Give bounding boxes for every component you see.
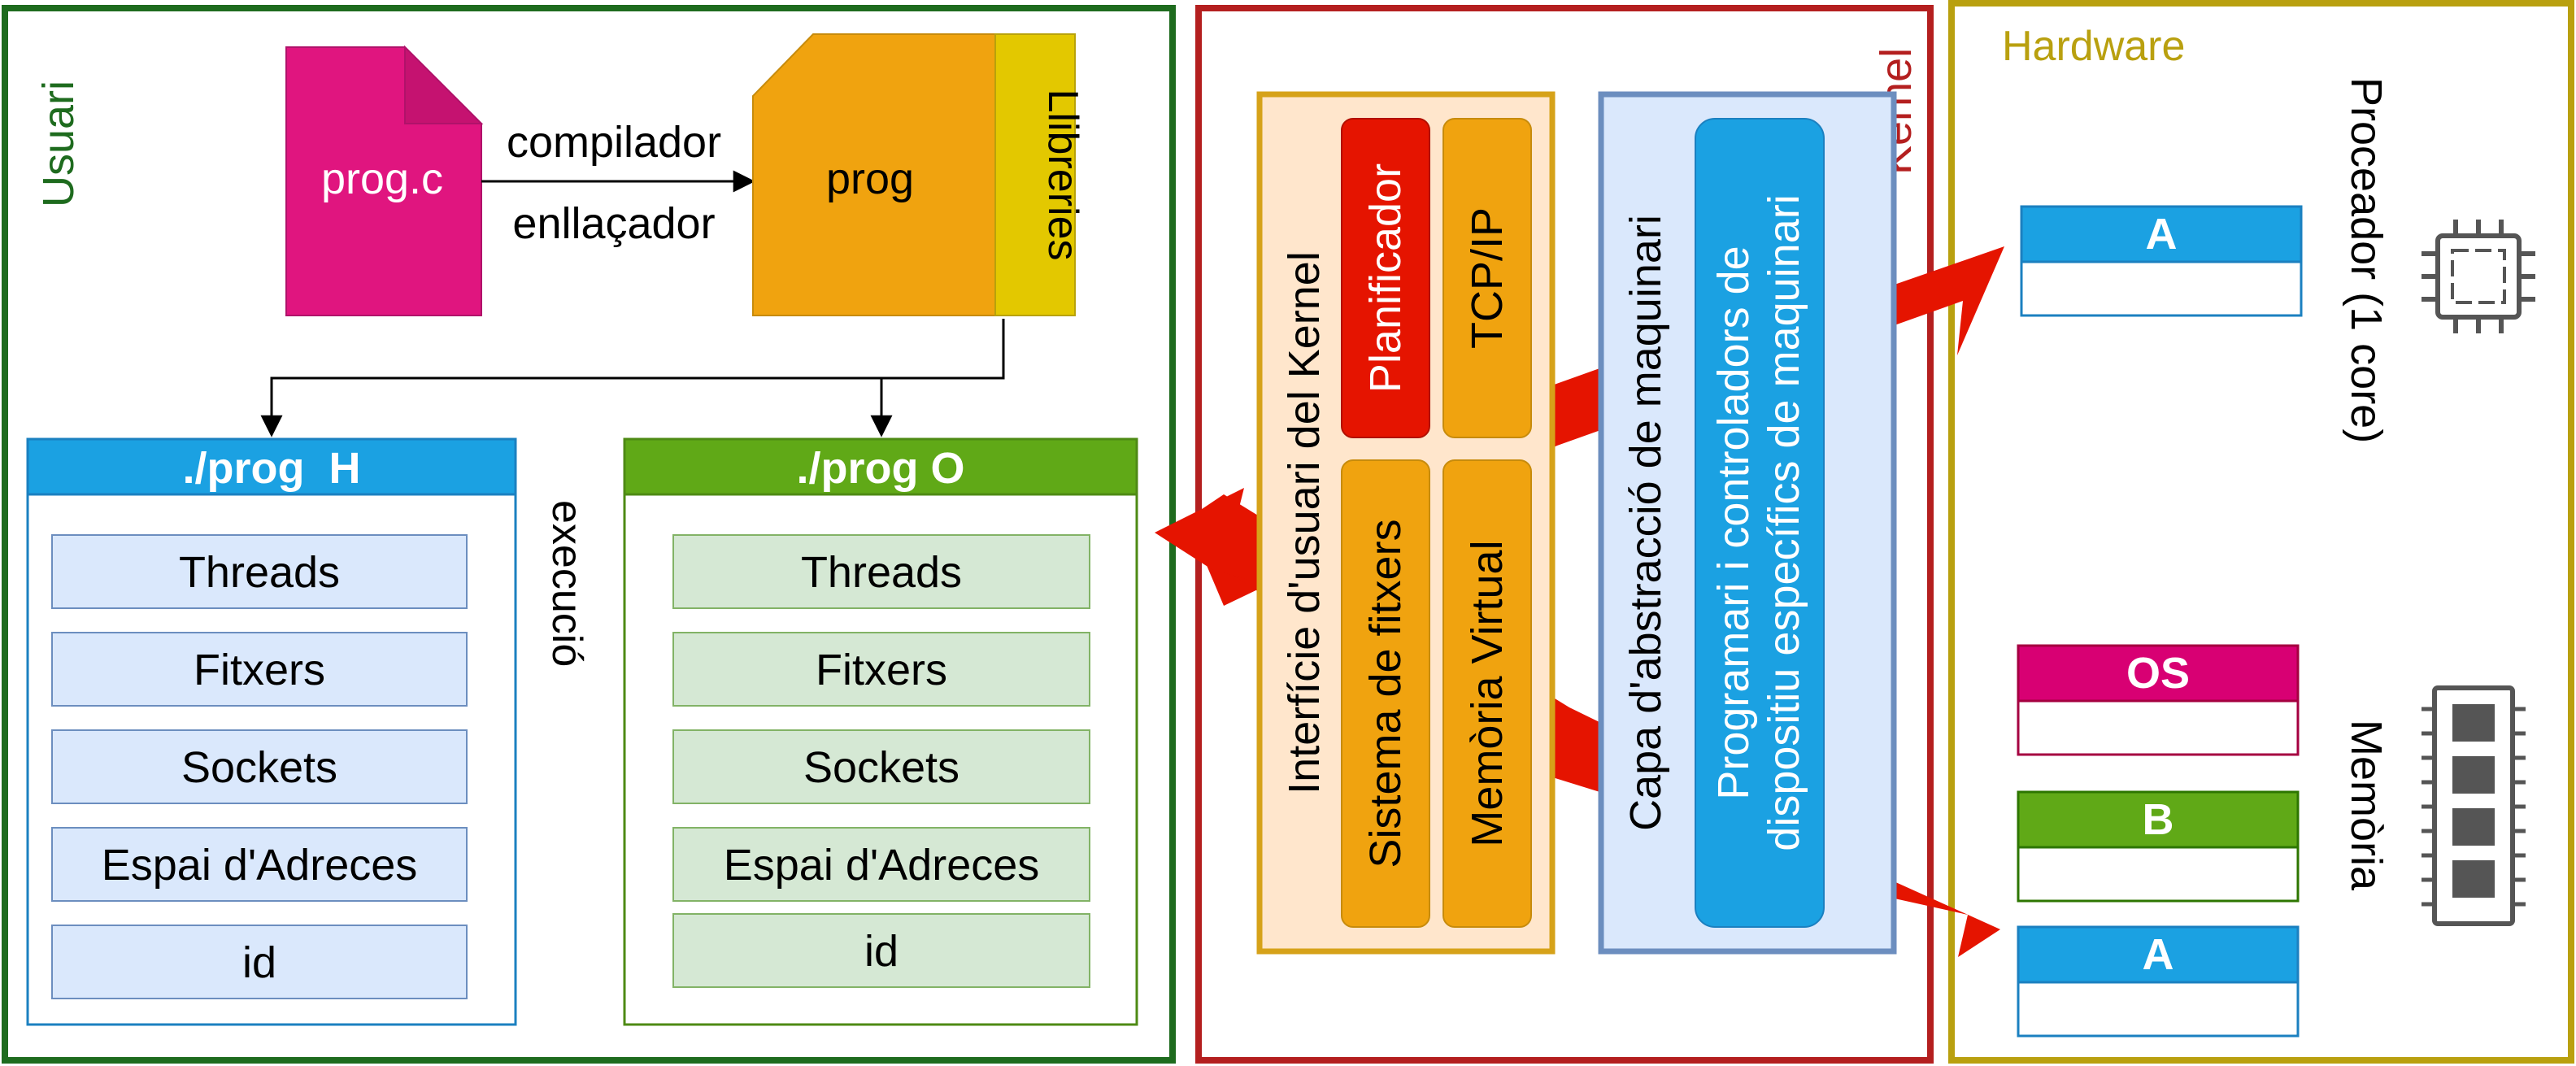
memory-slot-a-label: A — [2143, 930, 2174, 979]
memory-slot-os-label: OS — [2126, 649, 2190, 698]
process-o-item-box — [672, 534, 1090, 609]
process-h-item-box — [51, 632, 468, 707]
process-o-item: Fitxers — [816, 646, 947, 694]
process-h-item: Sockets — [181, 743, 337, 792]
ram-module-icon — [2422, 685, 2526, 926]
source-file-fold — [404, 45, 484, 124]
hardware-region-label: Hardware — [2002, 23, 2185, 70]
process-h-item: id — [242, 938, 276, 987]
hal-label: Capa d'abstracció de maquinari — [1621, 215, 1670, 831]
kernel-interface-label: Interfície d'usuari del Kernel — [1280, 251, 1329, 794]
process-o-item-box — [672, 827, 1090, 902]
scheduler-label: Planificador — [1361, 163, 1410, 393]
process-o-title: ./prog O — [797, 444, 965, 493]
process-h-item: Threads — [179, 548, 340, 597]
drivers-label-line2: dispositiu específics de maquinari — [1760, 194, 1808, 851]
memory-slot-os-header — [2017, 644, 2300, 703]
libraries-block — [994, 33, 1076, 316]
scheduler-module — [1341, 118, 1430, 438]
memory-slot-b-label: B — [2143, 795, 2174, 844]
processor-slot-label: A — [2146, 210, 2178, 259]
process-o-item-box — [672, 913, 1090, 988]
memory-slot-a-header — [2017, 925, 2300, 984]
tcpip-module — [1442, 118, 1532, 438]
virtual-memory-label: Memòria Virtual — [1463, 540, 1512, 846]
process-o-item-box — [672, 632, 1090, 707]
process-o-header — [623, 437, 1138, 496]
process-o-item: id — [864, 927, 899, 976]
filesystem-label: Sistema de fitxers — [1361, 519, 1410, 868]
process-h-item-box — [51, 729, 468, 804]
kernel-arrowhead-left — [1155, 488, 1268, 585]
tcpip-label: TCP/IP — [1463, 207, 1512, 349]
process-h-item: Fitxers — [194, 646, 325, 694]
cpu-chip-icon — [2422, 220, 2535, 333]
build-step-compiler: compilador — [507, 118, 721, 167]
execution-label: execució — [543, 500, 590, 667]
process-o-item-box — [672, 729, 1090, 804]
libraries-label: Llibreries — [1039, 89, 1086, 261]
process-o: ./prog O Threads Fitxers Sockets Espai d… — [623, 437, 1138, 1026]
process-o-item: Threads — [801, 548, 962, 597]
process-h-title: ./prog H — [183, 444, 361, 493]
filesystem-module — [1341, 459, 1430, 928]
binary-shape — [752, 33, 996, 316]
build-step-linker: enllaçador — [512, 199, 715, 248]
binary-label: prog — [826, 154, 914, 203]
process-h-header — [26, 437, 517, 496]
source-file-label: prog.c — [321, 154, 443, 203]
process-o-item: Espai d'Adreces — [724, 841, 1040, 890]
process-h-item-box — [51, 534, 468, 609]
user-region-label: Usuari — [34, 80, 83, 207]
processor-slot-header — [2020, 205, 2303, 263]
drivers-label-line1: Programari i controladors de — [1709, 246, 1758, 799]
process-h-item-box — [51, 925, 468, 999]
process-h: ./prog H Threads Fitxers Sockets Espai d… — [26, 437, 517, 1026]
process-o-item: Sockets — [803, 743, 959, 792]
memory-label: Memòria — [2342, 720, 2391, 891]
virtual-memory-module — [1442, 459, 1532, 928]
processor-label: Proceador (1 core) — [2342, 77, 2391, 443]
process-h-item: Espai d'Adreces — [102, 841, 418, 890]
exec-connector — [260, 319, 1005, 437]
process-h-item-box — [51, 827, 468, 902]
drivers-block — [1695, 118, 1825, 928]
memory-slot-b-header — [2017, 790, 2300, 849]
hardware-region-frame — [1948, 0, 2574, 1064]
